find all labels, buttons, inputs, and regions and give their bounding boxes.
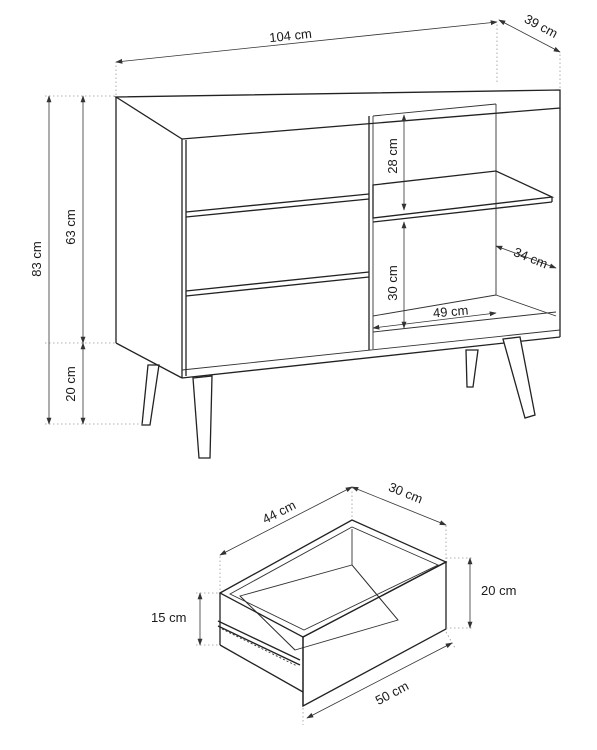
front-left-leg [192, 375, 213, 459]
leg-height-label: 20 cm [63, 366, 78, 401]
drawer-dimension-lines [197, 486, 473, 719]
shelf-lower-label: 30 cm [385, 265, 400, 300]
back-left-leg [141, 364, 160, 426]
dimension-lines [46, 19, 561, 425]
drawer-front-height-label: 15 cm [151, 610, 186, 625]
shelf-depth-label: 34 cm [511, 244, 549, 271]
depth-label: 39 cm [522, 11, 560, 41]
guide-lines [45, 22, 561, 425]
middle-shelf [372, 170, 555, 219]
back-right-leg [465, 349, 479, 388]
total-height-label: 83 cm [29, 241, 44, 276]
drawer-front-panel [302, 560, 447, 708]
body-height-label: 63 cm [63, 209, 78, 244]
width-label: 104 cm [269, 26, 313, 45]
drawer-drawing [217, 519, 448, 708]
shelf-upper-label: 28 cm [385, 138, 400, 173]
shelf-width-label: 49 cm [432, 303, 469, 321]
top-panel [113, 89, 561, 140]
sideboard-drawing [113, 89, 561, 459]
front-right-leg [502, 336, 536, 419]
drawer-inner-width-label: 30 cm [386, 479, 424, 506]
drawer-height-label: 20 cm [481, 583, 516, 598]
drawer-depth-label: 44 cm [260, 497, 298, 526]
drawer-width-label: 50 cm [373, 678, 411, 708]
drawer-fronts [185, 116, 370, 376]
